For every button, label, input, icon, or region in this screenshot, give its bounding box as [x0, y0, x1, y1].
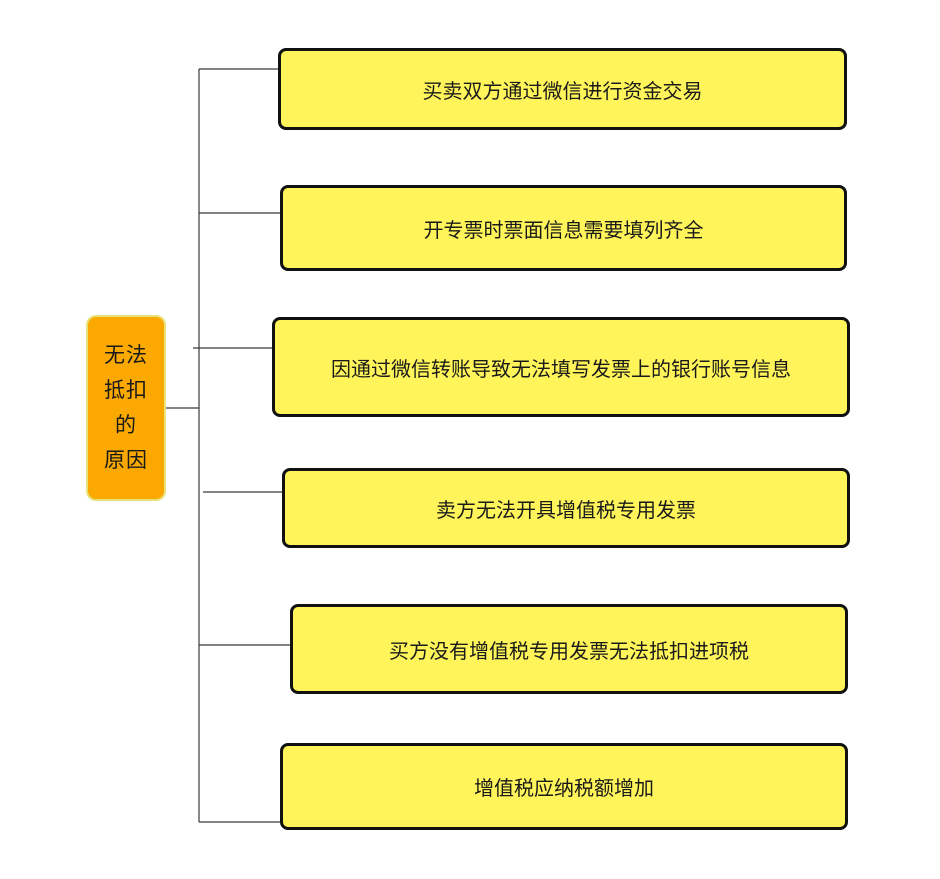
root-label-line-4: 原因 — [104, 448, 148, 472]
branch-label-2: 开专票时票面信息需要填列齐全 — [423, 217, 704, 242]
branch-label-5: 买方没有增值税专用发票无法抵扣进项税 — [389, 638, 749, 663]
root-label-line-1: 无法 — [104, 343, 148, 367]
root-node: 无法 抵扣 的 原因 — [86, 315, 166, 501]
branch-label-1: 买卖双方通过微信进行资金交易 — [422, 78, 703, 103]
branch-node-1: 买卖双方通过微信进行资金交易 — [278, 48, 847, 130]
branch-node-6: 增值税应纳税额增加 — [280, 743, 848, 830]
root-label-line-3: 的 — [115, 413, 137, 437]
branch-node-2: 开专票时票面信息需要填列齐全 — [280, 185, 847, 271]
branch-label-6: 增值税应纳税额增加 — [474, 776, 654, 800]
branch-label-3: 因通过微信转账导致无法填写发票上的银行账号信息 — [331, 356, 791, 381]
branch-node-5: 买方没有增值税专用发票无法抵扣进项税 — [290, 604, 848, 694]
branch-node-3: 因通过微信转账导致无法填写发票上的银行账号信息 — [272, 317, 850, 417]
root-label-line-2: 抵扣 — [104, 378, 148, 402]
branch-label-4: 卖方无法开具增值税专用发票 — [436, 497, 696, 522]
branch-node-4: 卖方无法开具增值税专用发票 — [282, 468, 850, 548]
